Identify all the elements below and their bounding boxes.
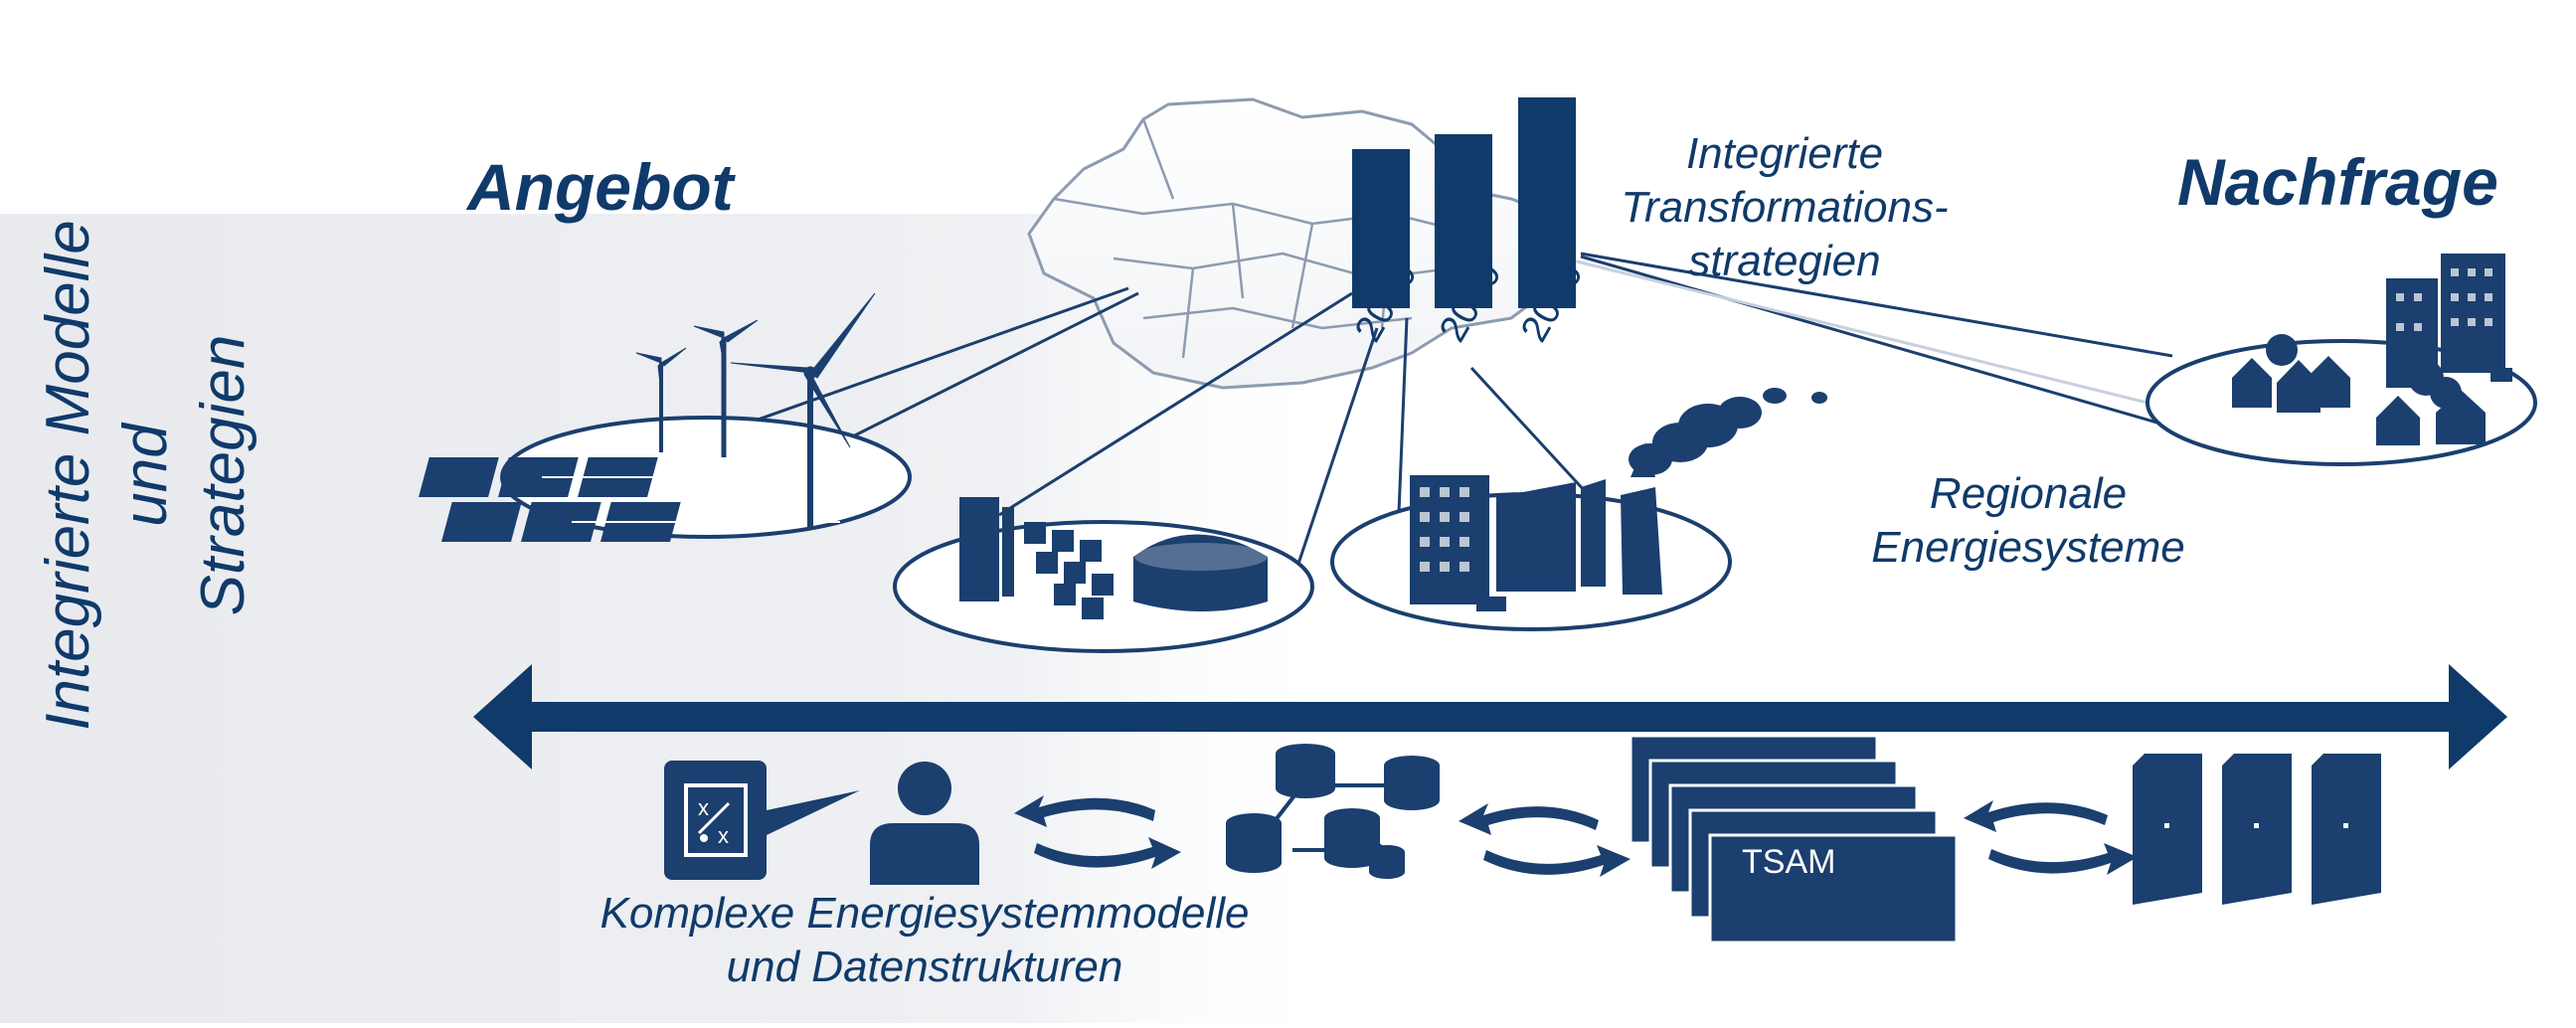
industry-island <box>1330 388 1827 631</box>
svg-text:x: x <box>698 795 709 820</box>
bottom-caption-line-2: und Datenstrukturen <box>726 942 1123 991</box>
smoke-clouds <box>1629 388 1827 475</box>
industry-plant-icon <box>1410 388 1827 611</box>
wind-turbine-icon <box>635 292 876 527</box>
cycle-arrows-icon <box>1459 803 1631 877</box>
demand-heading: Nachfrage <box>2177 145 2498 219</box>
solar-wind-island <box>419 292 912 542</box>
server-icon <box>2133 754 2381 905</box>
bottom-caption-line-1: Komplexe Energiesystemmodelle <box>600 889 1250 938</box>
user-icon <box>870 762 979 885</box>
database-icon <box>1226 744 1440 879</box>
bar-chart-icon <box>1352 97 1576 308</box>
top-caption-line-2: Transformations- <box>1621 183 1949 232</box>
cycle-arrows-icon <box>1014 795 1181 869</box>
cycle-arrows-icon <box>1964 800 2138 875</box>
biogas-island <box>893 497 1314 653</box>
bottom-caption: Komplexe Energiesystemmodelle und Datens… <box>527 887 1322 994</box>
top-caption-line-1: Integrierte <box>1685 129 1884 178</box>
strategy-board-icon: x x <box>664 761 860 880</box>
solar-grid-lines <box>542 476 840 523</box>
regional-caption: Regionale Energiesysteme <box>1849 467 2207 575</box>
side-label: Integrierte Modelle und Strategien <box>30 107 262 843</box>
top-caption: Integrierte Transformations- strategien <box>1586 127 1983 288</box>
supply-heading: Angebot <box>467 150 734 224</box>
side-label-line-3: Strategien <box>189 334 258 616</box>
side-label-line-2: und <box>111 424 180 527</box>
demand-island <box>2146 254 2537 466</box>
model-label: TSAM <box>1742 843 1835 881</box>
double-arrow-icon <box>473 664 2507 770</box>
top-caption-line-3: strategien <box>1688 237 1881 285</box>
side-label-line-1: Integrierte Modelle <box>34 220 102 731</box>
model-stack-icon: TSAM <box>1629 734 1959 944</box>
regional-caption-line-2: Energiesysteme <box>1871 523 2185 572</box>
svg-text:x: x <box>718 823 729 848</box>
biogas-plant-icon <box>959 497 1268 619</box>
houses-icon <box>2232 254 2512 445</box>
germany-map-icon <box>1027 97 1568 390</box>
regional-caption-line-1: Regionale <box>1929 469 2128 518</box>
